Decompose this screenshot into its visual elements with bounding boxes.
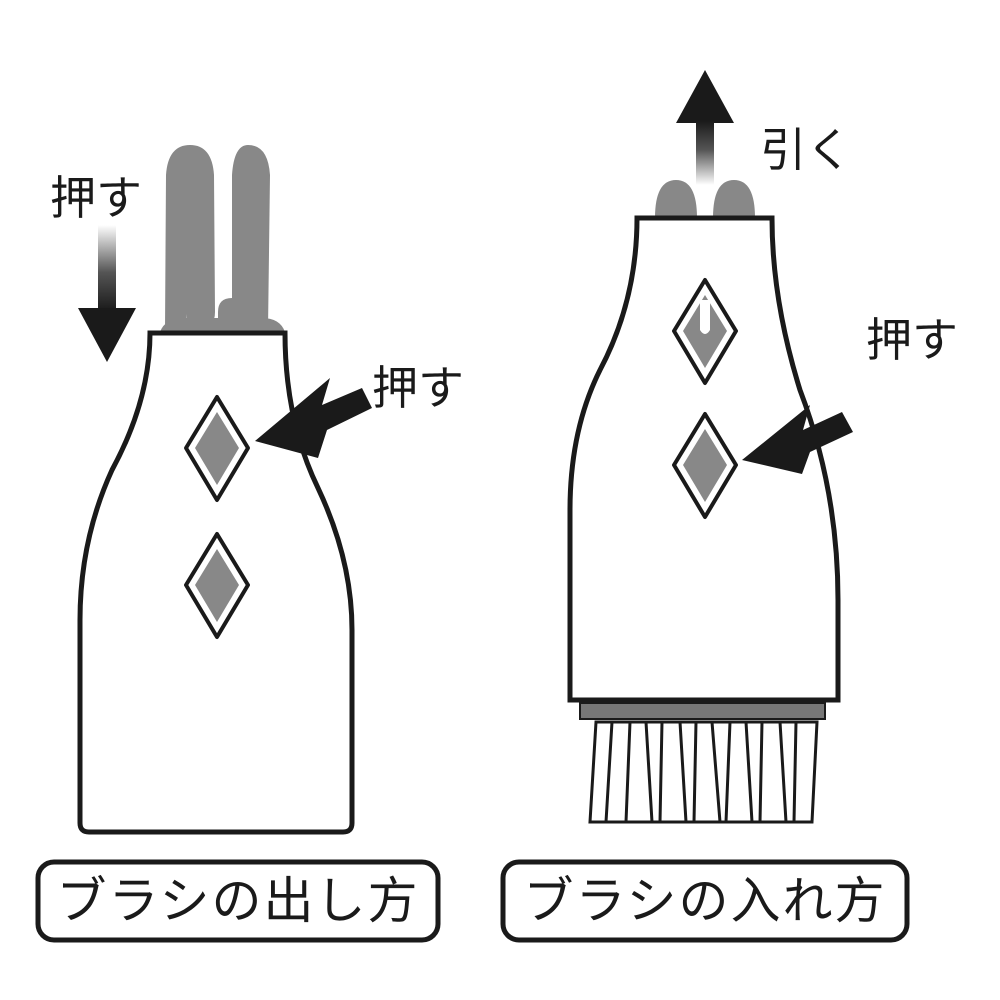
left-top-button [184,395,250,502]
left-push-side-label: 押す [372,361,464,415]
right-pull-label: 引く [760,123,852,177]
right-bristles [588,720,819,824]
left-push-side-arrow-icon [255,378,372,458]
right-push-side-label: 押す [866,313,958,367]
left-caption: ブラシの出し方 [57,872,420,930]
left-bottom-button [184,532,250,639]
right-device [567,180,841,824]
left-push-top-label: 押す [50,171,142,225]
right-brush-tips [655,180,755,218]
right-push-side-arrow-icon [742,405,853,474]
left-device [77,145,355,835]
left-brush-tufts [160,145,285,332]
right-caption-box: ブラシの入れ方 [500,859,910,943]
push-down-arrow-icon [78,225,136,362]
pull-up-arrow-icon [676,70,734,185]
right-base-collar [579,702,826,720]
left-caption-box: ブラシの出し方 [35,859,441,943]
right-caption: ブラシの入れ方 [524,872,887,930]
right-top-button [672,278,738,385]
right-bottom-button [672,412,738,519]
